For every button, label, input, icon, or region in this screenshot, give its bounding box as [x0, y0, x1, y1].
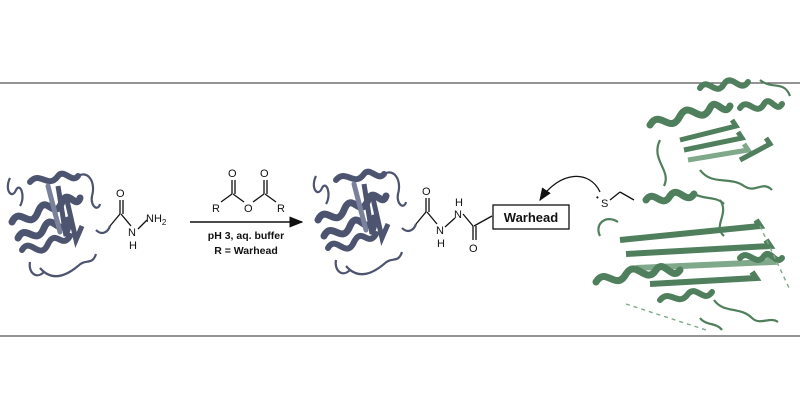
- product-carbonyl-o1: O: [422, 186, 431, 198]
- anhydride-o-bridge: O: [244, 203, 253, 215]
- product-diacylhydrazide: O N H N H O: [415, 186, 493, 255]
- product-n2: N: [454, 209, 462, 221]
- warhead-label: Warhead: [504, 210, 558, 225]
- product-protein-icon: [312, 168, 418, 276]
- target-protein-icon: [592, 77, 792, 331]
- reactant-carbonyl-o: O: [116, 188, 125, 200]
- reactant-nh2: NH2: [146, 213, 167, 227]
- condition-ph: pH 3, aq. buffer: [208, 230, 284, 242]
- reactant-n: N: [128, 227, 136, 239]
- product-h2: H: [455, 197, 463, 209]
- product-carbonyl-o2: O: [469, 243, 478, 255]
- thiolate-dot: •: [596, 193, 599, 202]
- anhydride-r-left: R: [212, 203, 220, 215]
- warhead-box: Warhead: [492, 204, 570, 230]
- anhydride-structure: R O O O R: [212, 168, 285, 215]
- condition-r-definition: R = Warhead: [214, 245, 278, 257]
- curved-attack-arrow-icon: [539, 175, 601, 202]
- reactant-hydrazide: O N H NH2: [109, 188, 167, 252]
- reactant-protein-icon: [6, 170, 112, 278]
- product-h1: H: [437, 238, 445, 250]
- product-n1: N: [436, 225, 444, 237]
- reactant-n-h: H: [129, 240, 137, 252]
- anhydride-o-right: O: [260, 168, 269, 180]
- thiolate-s: S: [601, 198, 608, 210]
- anhydride-o-left: O: [228, 168, 237, 180]
- anhydride-r-right: R: [277, 203, 285, 215]
